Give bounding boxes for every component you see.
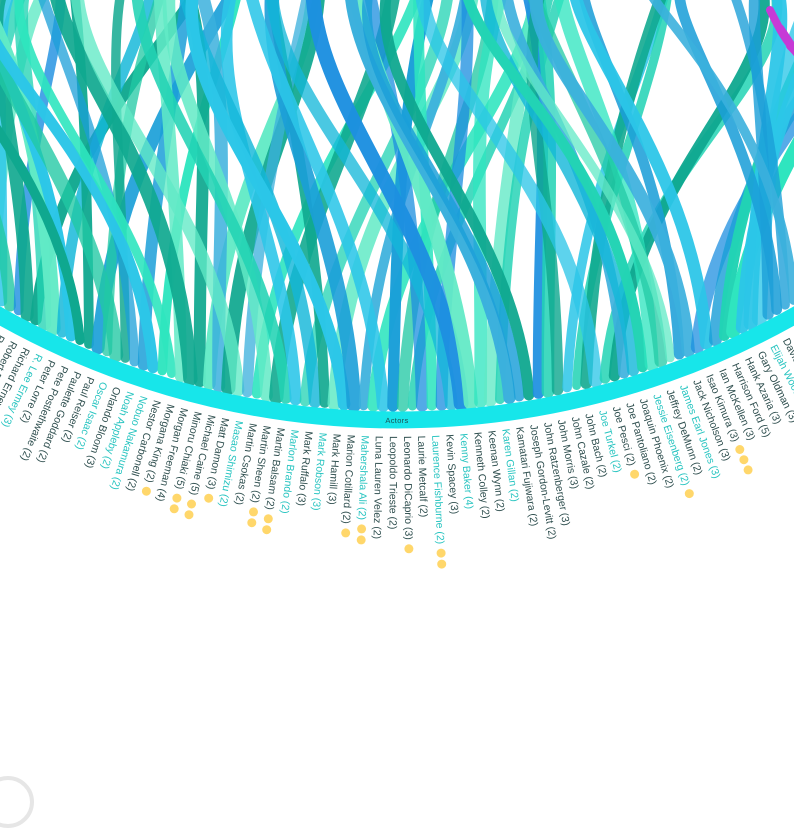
award-dot bbox=[436, 548, 446, 558]
actor-label-item[interactable]: Marion Cotillard (2) bbox=[340, 434, 357, 524]
actor-label-item[interactable]: Laurence Fishburne (2) bbox=[429, 435, 446, 545]
chord-ribbon bbox=[480, 0, 640, 377]
actor-label[interactable]: Leopoldo Trieste (2) bbox=[386, 436, 398, 529]
chord-ribbon bbox=[38, 0, 140, 367]
chord-ribbon bbox=[529, 0, 695, 358]
chord-ribbon bbox=[185, 0, 351, 411]
actor-label-item[interactable]: Mahershala Ali (2) bbox=[355, 435, 370, 520]
chord-ribbon bbox=[649, 0, 794, 305]
chord-ribbon bbox=[111, 0, 130, 363]
award-dot bbox=[247, 518, 257, 528]
award-dot bbox=[356, 535, 366, 545]
chord-ribbon-magenta bbox=[776, 24, 794, 56]
chord-ribbon bbox=[415, 0, 603, 388]
chord-ribbon bbox=[0, 0, 34, 322]
award-dot bbox=[262, 525, 272, 535]
award-dot bbox=[169, 504, 179, 514]
award-dot bbox=[187, 499, 196, 509]
actor-label-item[interactable]: Luna Lauren Velez (2) bbox=[371, 436, 385, 540]
actor-label-item[interactable]: Leopoldo Trieste (2) bbox=[386, 436, 398, 529]
actor-label-item[interactable]: Mark Hamill (3) bbox=[325, 433, 342, 505]
actor-label[interactable]: Mark Hamill (3) bbox=[325, 433, 342, 505]
chord-ribbon bbox=[305, 0, 469, 411]
chord-ribbon bbox=[162, 0, 273, 402]
chord-ribbon bbox=[71, 0, 245, 397]
actor-label[interactable]: Laurie Metcalf (2) bbox=[415, 435, 429, 517]
chord-ribbon bbox=[491, 0, 675, 363]
actor-label-item[interactable]: Leonardo DiCaprio (3) bbox=[401, 436, 414, 540]
award-dot bbox=[184, 510, 194, 520]
chord-ribbon bbox=[743, 0, 788, 331]
chord-ribbon bbox=[379, 0, 535, 401]
chord-ribbons bbox=[0, 0, 794, 413]
actor-label[interactable]: Kevin Spacey (3) bbox=[443, 434, 460, 515]
award-dot bbox=[249, 507, 258, 517]
award-dot bbox=[404, 544, 414, 554]
chord-ribbon bbox=[0, 125, 85, 345]
award-dot bbox=[204, 493, 214, 503]
actor-label[interactable]: Laurence Fishburne (2) bbox=[429, 435, 446, 545]
chord-ribbon bbox=[266, 0, 458, 411]
chord-ribbon bbox=[690, 112, 794, 354]
award-dot bbox=[341, 528, 351, 538]
chord-ribbon bbox=[131, 0, 292, 404]
actors-arc-label-text: Actors bbox=[385, 416, 408, 425]
award-dot bbox=[739, 455, 749, 465]
chord-ribbon bbox=[362, 0, 525, 402]
chord-ribbon bbox=[246, 0, 390, 412]
actors-arc bbox=[0, 306, 794, 429]
chord-ribbon bbox=[0, 54, 124, 362]
award-dot bbox=[263, 514, 273, 524]
award-dot bbox=[743, 465, 753, 475]
chord-ribbon bbox=[0, 38, 159, 374]
actors-arc-label: Actors bbox=[385, 416, 408, 425]
award-dot bbox=[684, 489, 694, 499]
award-dot bbox=[437, 559, 447, 569]
award-dot bbox=[735, 445, 745, 454]
award-dot bbox=[357, 524, 367, 534]
actor-label[interactable]: Luna Lauren Velez (2) bbox=[371, 436, 385, 540]
actor-dots bbox=[141, 445, 753, 569]
award-dot bbox=[172, 493, 182, 503]
chord-ribbon bbox=[463, 0, 648, 373]
award-dot bbox=[630, 469, 640, 479]
chord-ribbon bbox=[50, 0, 198, 386]
chord-ribbon bbox=[241, 0, 313, 398]
actor-label[interactable]: Mahershala Ali (2) bbox=[355, 435, 370, 520]
chord-diagram: Actors Rudy Bond (2)Robert Duvall (3)Rob… bbox=[0, 0, 794, 569]
award-dot bbox=[141, 486, 151, 496]
chord-ribbon bbox=[708, 96, 794, 347]
actor-label-item[interactable]: Kevin Spacey (3) bbox=[443, 434, 460, 515]
actors-arc-group: Actors bbox=[0, 306, 794, 429]
actor-label[interactable]: Leonardo DiCaprio (3) bbox=[401, 436, 414, 540]
chord-ribbon bbox=[14, 0, 177, 378]
actor-label-item[interactable]: Laurie Metcalf (2) bbox=[415, 435, 429, 517]
chord-ribbon bbox=[570, 0, 713, 350]
chord-ribbon bbox=[364, 0, 429, 412]
actor-label[interactable]: Marion Cotillard (2) bbox=[340, 434, 357, 524]
